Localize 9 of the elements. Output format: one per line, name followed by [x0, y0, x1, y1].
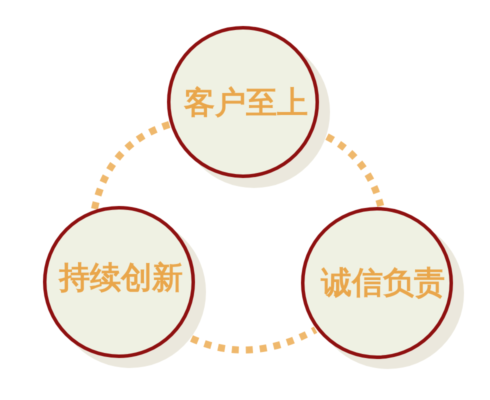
circle-node [165, 24, 332, 190]
dotted-connector [91, 121, 170, 210]
dotted-connector [325, 134, 384, 207]
circle-label: 持续创新 [59, 261, 183, 297]
circle-label: 诚信负责 [321, 266, 445, 302]
circle-label: 客户至上 [184, 86, 308, 122]
circle-node [299, 205, 466, 371]
dotted-connector [190, 326, 318, 354]
circle-node [41, 204, 208, 370]
